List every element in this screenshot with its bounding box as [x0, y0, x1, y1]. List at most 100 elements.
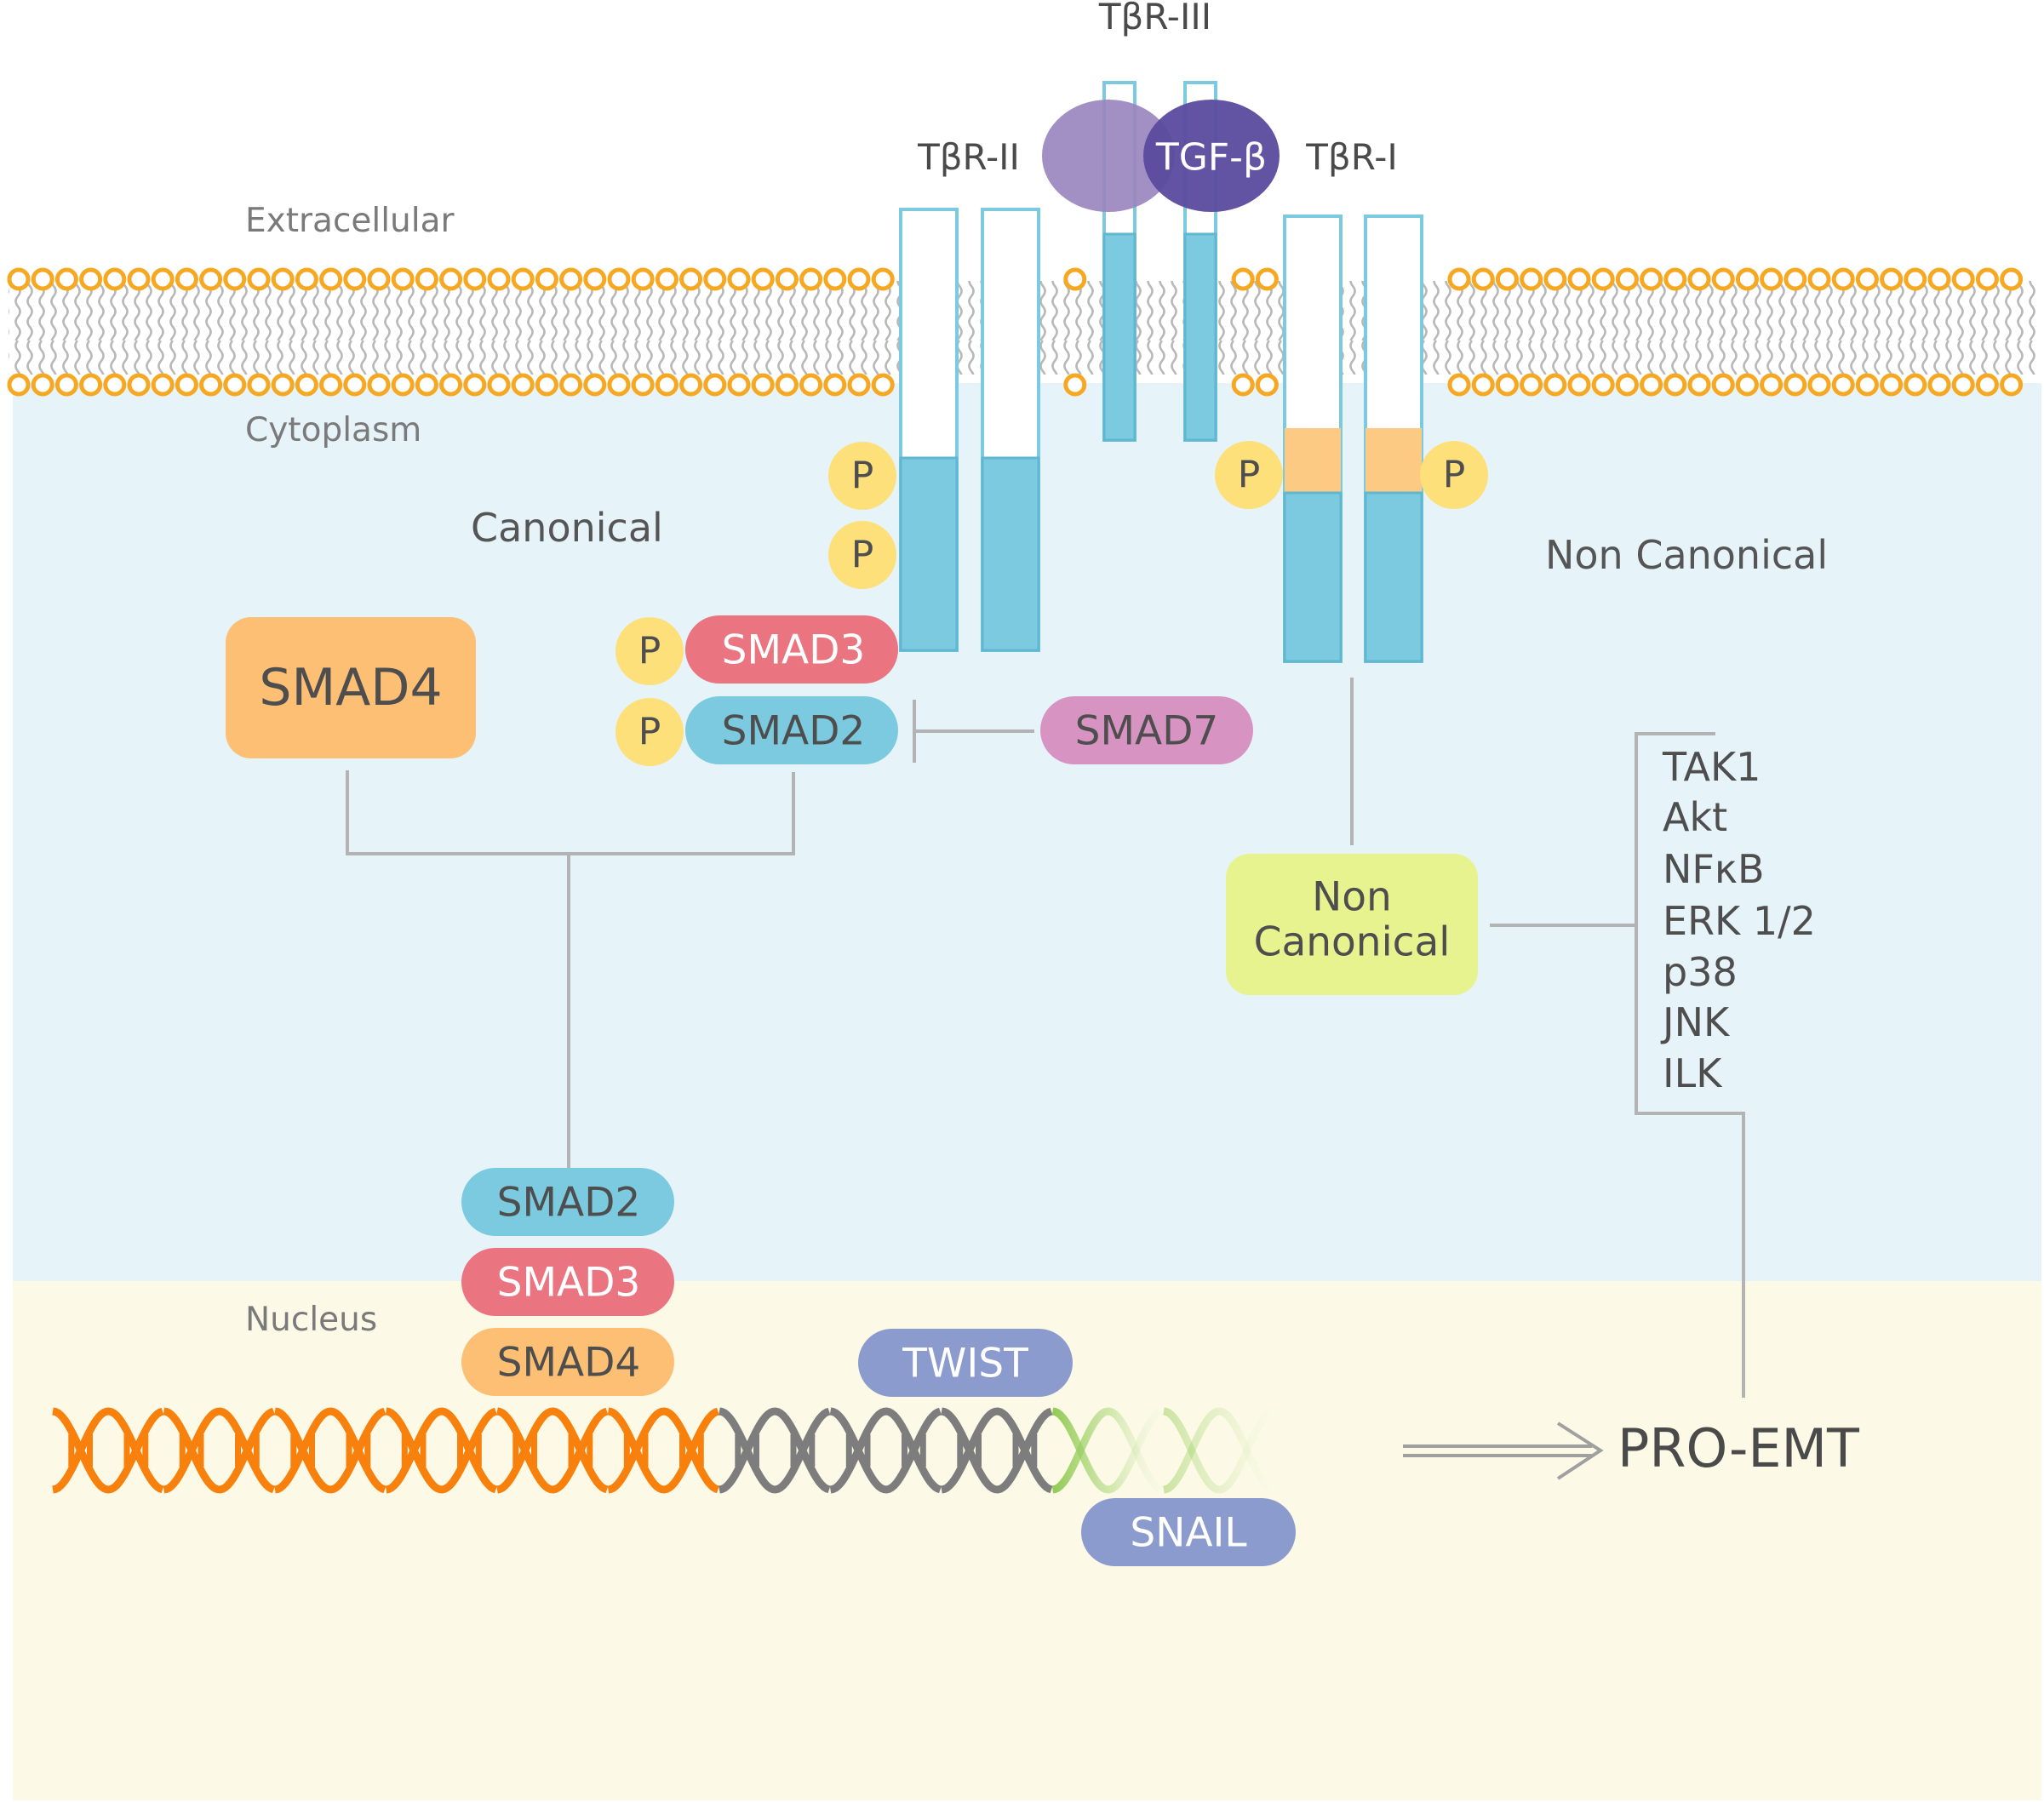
- membrane-lipid-head: [1543, 267, 1567, 291]
- membrane-lipid-head: [79, 267, 103, 291]
- tbr1-chain-right-gs-domain: [1366, 428, 1422, 493]
- membrane-lipid-head: [511, 267, 535, 291]
- membrane-lipid-head: [2000, 267, 2024, 291]
- membrane-lipid-head: [631, 267, 655, 291]
- dna-strand: [941, 1407, 1053, 1494]
- tbr3-label: TβR-III: [1098, 0, 1211, 37]
- kinase-item: NFκB: [1663, 846, 1765, 892]
- membrane-lipid-head: [415, 373, 438, 397]
- membrane-lipid-head: [54, 373, 78, 397]
- svg-text:TWIST: TWIST: [902, 1341, 1028, 1387]
- snail-factor: SNAIL: [1081, 1498, 1296, 1566]
- membrane-lipid-head: [799, 373, 823, 397]
- smad2-nucleus: SMAD2: [461, 1168, 674, 1236]
- dna-strand: [1163, 1407, 1275, 1494]
- membrane-lipid-head: [391, 267, 415, 291]
- dna-strand: [385, 1407, 497, 1494]
- kinase-item: ILK: [1663, 1050, 1723, 1096]
- membrane-lipid-head: [295, 373, 318, 397]
- membrane-lipid-head: [631, 373, 655, 397]
- membrane-lipid-head: [31, 267, 54, 291]
- membrane-lipid-head: [1975, 267, 1999, 291]
- membrane-lipid-head: [847, 267, 871, 291]
- membrane-lipid-head: [319, 373, 343, 397]
- dna-strand: [274, 1407, 386, 1494]
- dna-strand: [941, 1407, 1053, 1494]
- membrane-lipid-head: [1951, 373, 1975, 397]
- membrane-lipid-head: [7, 373, 31, 397]
- membrane-lipid-head: [1447, 373, 1471, 397]
- pro-emt-label: PRO-EMT: [1617, 1417, 1860, 1479]
- membrane-lipid-head: [79, 373, 103, 397]
- dna-strand: [274, 1407, 386, 1494]
- kinase-item: ERK 1/2: [1663, 898, 1816, 944]
- membrane-lipid-head: [1927, 267, 1951, 291]
- membrane-lipid-head: [1543, 373, 1567, 397]
- membrane-lipid-head: [1735, 267, 1759, 291]
- membrane-lipid-head: [799, 267, 823, 291]
- membrane-lipid-head: [679, 267, 703, 291]
- membrane-heads-bottom: [7, 373, 2024, 397]
- tgf-beta-label: TGF-β: [1155, 136, 1267, 180]
- membrane-lipid-head: [343, 267, 367, 291]
- membrane-lipid-head: [583, 267, 607, 291]
- membrane-lipid-head: [727, 267, 751, 291]
- membrane-lipid-head: [1760, 267, 1783, 291]
- dna-strand: [829, 1407, 942, 1494]
- tbr1-chain-left-domain: [1283, 491, 1343, 663]
- membrane-lipid-head: [175, 267, 198, 291]
- membrane-lipid-head: [343, 373, 367, 397]
- dna-strand: [496, 1407, 609, 1494]
- smad4-cytoplasm: SMAD4: [226, 617, 476, 758]
- kinase-list: TAK1 Akt NFκB ERK 1/2 p38 JNK ILK: [1660, 744, 1816, 1096]
- non-canonical-box: Non Canonical: [1226, 854, 1478, 995]
- tbr2-chain-left-domain: [899, 456, 959, 652]
- membrane-lipid-head: [727, 373, 751, 397]
- svg-text:SMAD7: SMAD7: [1075, 708, 1219, 755]
- membrane-lipid-head: [535, 373, 558, 397]
- membrane-lipid-head: [367, 373, 391, 397]
- membrane-lipid-head: [1567, 373, 1591, 397]
- phosphate-tbr1-right: P: [1420, 441, 1488, 509]
- membrane-lipid-head: [847, 373, 871, 397]
- membrane-lipid-head: [271, 267, 295, 291]
- membrane-lipid-head: [1783, 267, 1807, 291]
- svg-text:SMAD4: SMAD4: [259, 658, 442, 718]
- membrane-lipid-head: [703, 373, 727, 397]
- membrane-lipid-head: [583, 373, 607, 397]
- dna-strand: [719, 1407, 831, 1494]
- tbr1-receptor: [1283, 215, 1423, 663]
- dna-strand: [1163, 1407, 1275, 1494]
- kinase-bracket: [1635, 732, 1745, 1398]
- membrane-heads-top: [7, 267, 2024, 291]
- membrane-lipid-head: [31, 373, 54, 397]
- membrane-lipid-head: [823, 373, 847, 397]
- dna-strand: [163, 1407, 275, 1494]
- membrane-lipid-head: [439, 373, 463, 397]
- svg-text:SNAIL: SNAIL: [1130, 1510, 1246, 1557]
- membrane-lipid-head: [223, 267, 247, 291]
- phosphate-tbr1-left: P: [1215, 441, 1283, 509]
- membrane-lipid-head: [1231, 373, 1255, 397]
- membrane-lipid-head: [1855, 373, 1879, 397]
- phosphate-smad2: P: [615, 698, 684, 766]
- membrane-lipid-head: [1711, 267, 1735, 291]
- membrane-lipid-head: [1904, 373, 1927, 397]
- smad7: SMAD7: [1040, 696, 1253, 764]
- svg-text:P: P: [638, 630, 661, 673]
- membrane-lipid-head: [1615, 373, 1639, 397]
- svg-text:Non: Non: [1312, 874, 1392, 921]
- non-canonical-label: Non Canonical: [1545, 532, 1828, 578]
- svg-text:P: P: [638, 711, 661, 754]
- tbr1-label: TβR-I: [1305, 136, 1397, 178]
- membrane-lipid-head: [655, 267, 678, 291]
- svg-text:P: P: [851, 534, 874, 577]
- membrane-lipid-head: [391, 373, 415, 397]
- twist-factor: TWIST: [858, 1329, 1073, 1397]
- membrane-lipid-head: [1975, 373, 1999, 397]
- membrane-lipid-head: [1927, 373, 1951, 397]
- cell-membrane: [7, 267, 2039, 397]
- smad3-cytoplasm: SMAD3: [685, 615, 898, 684]
- transcription-arrow: [1403, 1422, 1604, 1480]
- membrane-lipid-head: [1063, 373, 1087, 397]
